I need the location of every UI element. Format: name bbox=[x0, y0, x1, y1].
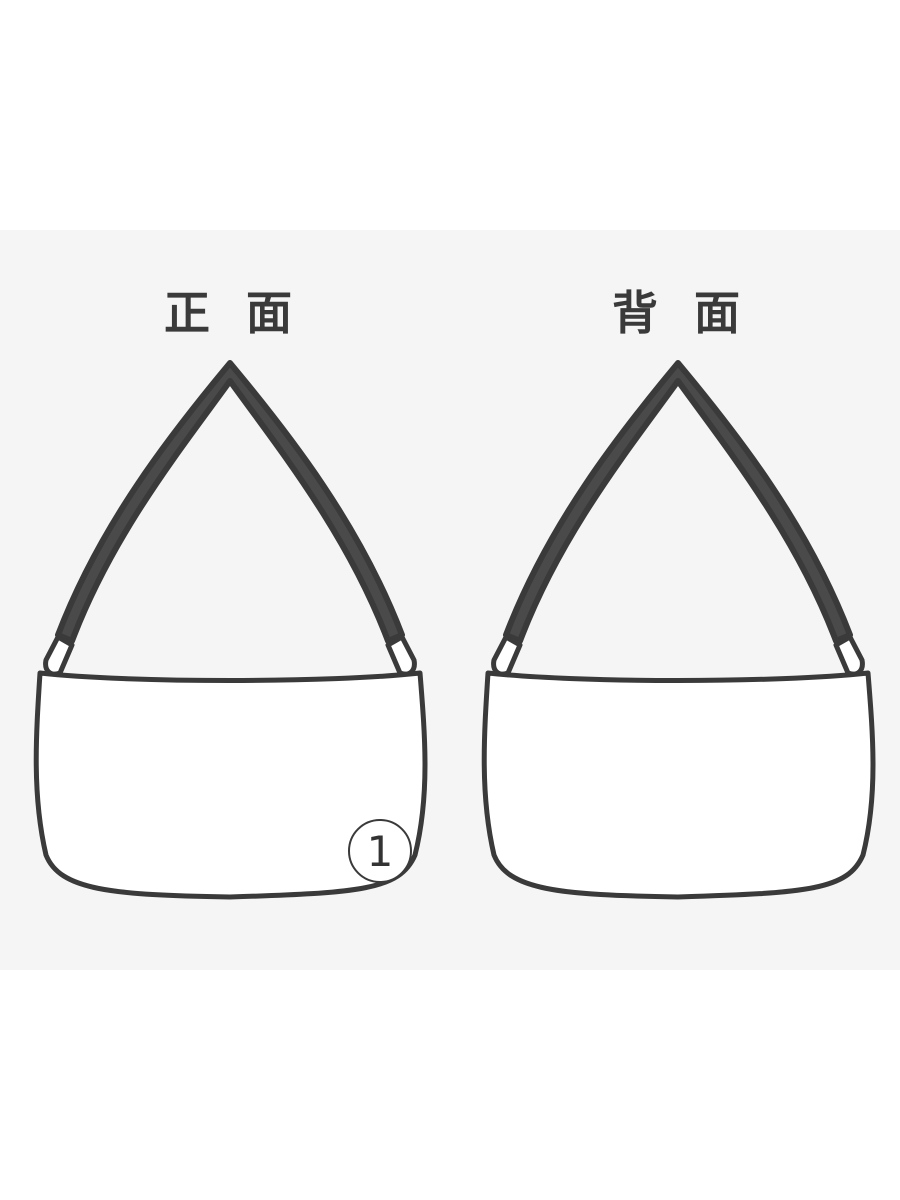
back-bag-body bbox=[481, 670, 876, 900]
back-strap bbox=[503, 360, 853, 644]
front-view-title: 正 面 bbox=[163, 286, 302, 340]
back-view-title: 背 面 bbox=[611, 286, 750, 340]
back-strap-ring-right bbox=[833, 634, 865, 677]
front-marker-circle bbox=[348, 819, 412, 883]
back-strap-ring-left bbox=[491, 634, 523, 677]
front-strap bbox=[55, 360, 405, 644]
front-strap-ring-right bbox=[385, 634, 417, 677]
front-strap-ring-left bbox=[43, 634, 75, 677]
front-bag-illustration: 1 bbox=[33, 360, 428, 900]
back-bag-illustration bbox=[481, 360, 876, 900]
front-marker-number: 1 bbox=[367, 827, 394, 876]
